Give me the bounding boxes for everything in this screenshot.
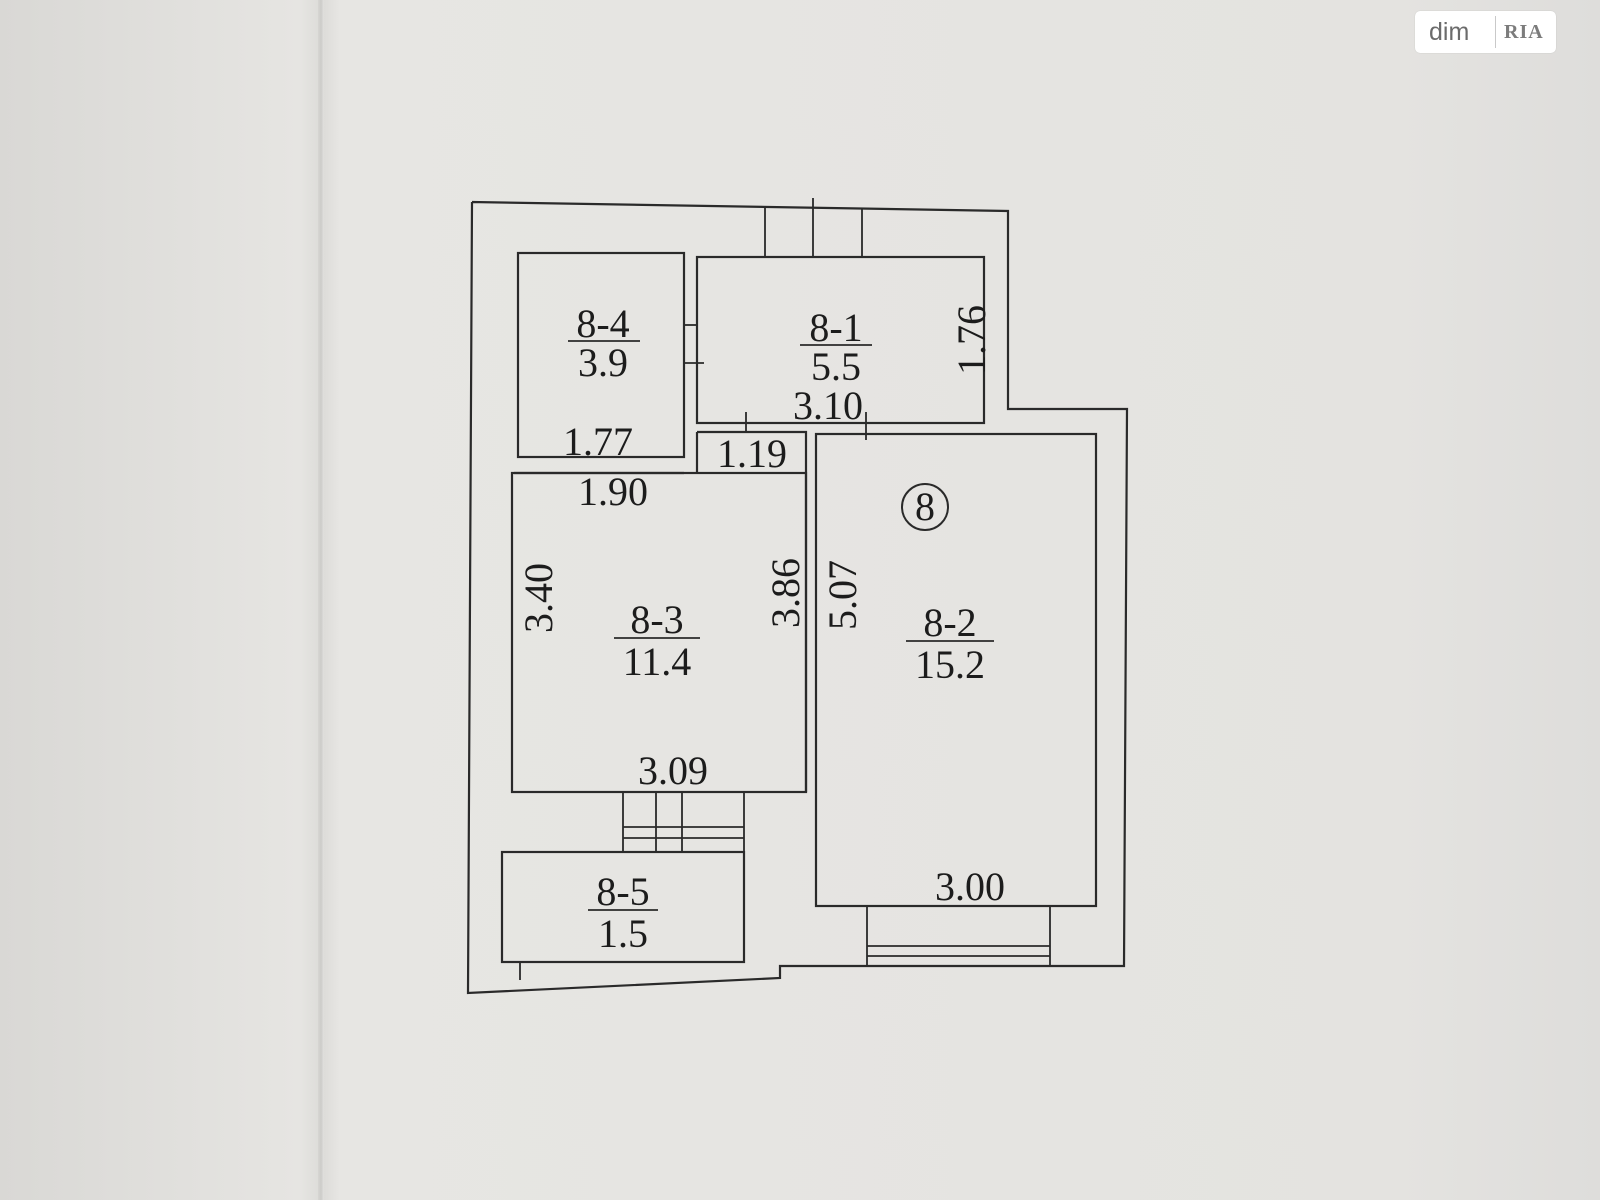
room-label-8-5: 8-5 1.5	[588, 869, 658, 956]
balcony-door	[622, 792, 745, 852]
room-area-8-2: 15.2	[915, 642, 985, 687]
dim-8-4-width: 1.77	[563, 419, 633, 464]
dim-8-1-width: 3.10	[793, 383, 863, 428]
room-label-8-3: 8-3 11.4	[614, 597, 700, 684]
room-id-8-1: 8-1	[809, 305, 862, 350]
window-bottom	[866, 906, 1051, 966]
watermark-dim: dim	[1429, 17, 1470, 46]
room-8-4-outline	[516, 251, 686, 459]
dim-corridor-width: 1.19	[717, 431, 787, 476]
window-top	[764, 198, 863, 257]
apartment-marker: 8	[901, 483, 949, 531]
room-label-8-2: 8-2 15.2	[906, 600, 994, 687]
room-id-8-5: 8-5	[596, 869, 649, 914]
watermark-ria: RIA	[1504, 20, 1544, 43]
room-area-8-3: 11.4	[623, 639, 692, 684]
room-8-1-outline	[695, 255, 986, 425]
apartment-number: 8	[915, 484, 935, 529]
dim-8-3-top: 1.90	[578, 469, 648, 514]
room-8-3-outline	[510, 471, 808, 794]
dim-8-2-bottom: 3.00	[935, 864, 1005, 909]
watermark-logo: dim RIA	[1415, 11, 1556, 53]
outer-walls	[466, 200, 1129, 995]
room-label-8-4: 8-4 3.9	[568, 301, 640, 385]
room-label-8-1: 8-1 5.5	[800, 305, 872, 389]
room-id-8-3: 8-3	[630, 597, 683, 642]
room-id-8-4: 8-4	[576, 301, 629, 346]
balcony-window	[519, 961, 744, 980]
room-id-8-2: 8-2	[923, 600, 976, 645]
dim-8-3-right: 3.86	[763, 558, 808, 628]
room-area-8-4: 3.9	[578, 340, 628, 385]
paper-fold	[318, 0, 324, 1200]
dim-8-1-height: 1.76	[949, 305, 994, 375]
room-area-8-5: 1.5	[598, 911, 648, 956]
dim-8-2-left: 5.07	[820, 560, 865, 630]
room-8-2-outline	[814, 432, 1098, 908]
room-area-8-1: 5.5	[811, 344, 861, 389]
dim-8-3-left: 3.40	[516, 563, 561, 633]
dim-8-3-bottom: 3.09	[638, 748, 708, 793]
door-marks	[684, 324, 867, 440]
watermark-separator	[1495, 16, 1496, 48]
